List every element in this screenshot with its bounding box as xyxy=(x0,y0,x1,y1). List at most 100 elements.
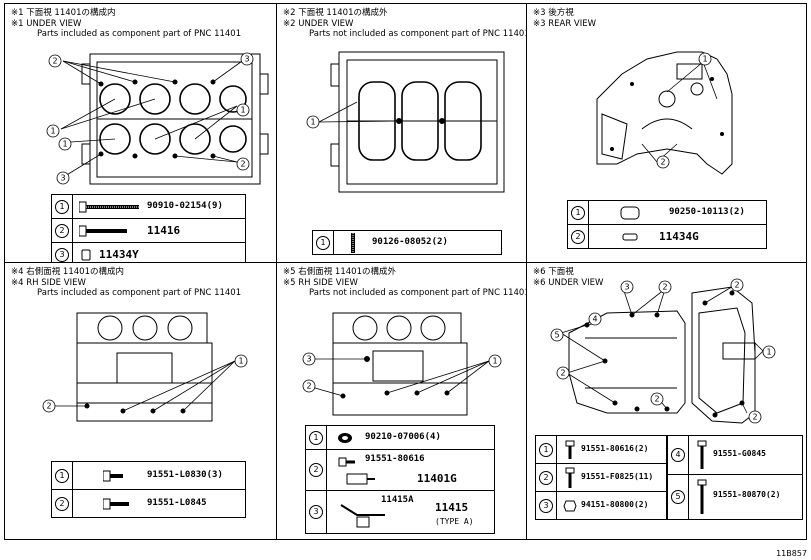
callout-2: 2 xyxy=(52,57,57,66)
part-type-label: (TYPE A) xyxy=(435,517,474,526)
table-row: 1 90210-07006(4) xyxy=(305,425,495,450)
callout-2: 2 xyxy=(306,382,311,391)
part-number: 11416 xyxy=(147,224,181,237)
flange-bolt-icon xyxy=(697,440,707,469)
panel-under-view-included: ※1 下面視 11401の構成内 ※1 UNDER VIEW Parts inc… xyxy=(4,3,277,267)
callout-1: 1 xyxy=(50,127,55,136)
parts-table: 1 90250-10113(2) 2 11434G xyxy=(567,200,767,249)
part-number-secondary: 11415 xyxy=(435,501,469,514)
table-row: 2 91551-80616 11401G xyxy=(305,449,495,491)
callout-1: 1 xyxy=(240,106,245,115)
panel-title-en: ※2 UNDER VIEW xyxy=(283,18,354,29)
flange-bolt-icon xyxy=(103,498,129,510)
pin-icon xyxy=(81,249,91,261)
flange-bolt-icon xyxy=(565,467,575,488)
row-number: 1 xyxy=(55,468,69,483)
table-row: 5 91551-80870(2) xyxy=(667,474,803,520)
parts-table: 1 90910-02154(9) 2 11416 3 11434Y xyxy=(51,194,246,267)
callout-1: 1 xyxy=(62,140,67,149)
panel-title-en: ※6 UNDER VIEW xyxy=(533,277,604,288)
bolt-icon xyxy=(79,225,127,237)
callout-2: 2 xyxy=(660,158,665,167)
flange-bolt-icon xyxy=(103,470,123,482)
parts-table-left: 1 91551-80616(2) 2 91551-F0825(11) 3 941… xyxy=(535,435,667,520)
row-number: 2 xyxy=(309,463,323,477)
callout-1: 1 xyxy=(238,357,243,366)
callout-5: 5 xyxy=(554,331,559,340)
callout-2: 2 xyxy=(734,281,739,290)
engine-block-side-view-drawing: 1 2 xyxy=(42,312,248,422)
callout-2: 2 xyxy=(752,413,757,422)
washer-icon xyxy=(338,433,352,443)
callout-3: 3 xyxy=(244,55,249,64)
table-row: 1 91551-80616(2) xyxy=(535,435,667,464)
table-row: 4 91551-G0845 xyxy=(667,435,803,475)
engine-block-rear-view-drawing: 1 2 xyxy=(596,51,733,175)
oil-pan-under-view-drawing: 5 4 3 2 2 2 1 2 2 xyxy=(550,278,776,424)
panel-description: Parts not included as component part of … xyxy=(309,288,530,298)
table-row: 1 90126-08052(2) xyxy=(312,230,502,255)
parts-table: 1 90126-08052(2) xyxy=(312,230,502,255)
panel-title-jp: ※6 下面視 xyxy=(533,267,574,277)
callout-3: 3 xyxy=(306,355,311,364)
part-number: 11434G xyxy=(659,230,699,243)
panel-description: Parts included as component part of PNC … xyxy=(37,29,242,39)
panel-title-jp: ※3 後方視 xyxy=(533,8,574,18)
callout-4: 4 xyxy=(592,315,597,324)
engine-block-under-view-drawing: 2 1 1 1 2 3 3 xyxy=(46,52,269,185)
part-number: 90126-08052(2) xyxy=(372,237,448,247)
panel-description: Parts not included as component part of … xyxy=(309,29,530,39)
callout-3: 3 xyxy=(60,174,65,183)
long-bolt-icon xyxy=(79,201,139,213)
callout-1: 1 xyxy=(492,357,497,366)
panel-title-en: ※3 REAR VIEW xyxy=(533,18,597,29)
plug-icon xyxy=(620,206,640,220)
row-number: 4 xyxy=(671,448,685,462)
panel-title-jp: ※4 右側面視 11401の構成内 xyxy=(11,267,124,277)
table-row: 1 91551-L0830(3) xyxy=(51,461,246,490)
row-number: 1 xyxy=(55,199,69,214)
part-number: 90210-07006(4) xyxy=(365,432,441,442)
part-number: 11415A xyxy=(381,495,414,505)
row-number: 1 xyxy=(309,430,323,445)
stud-bolt-icon xyxy=(351,233,355,253)
nut-icon xyxy=(563,500,577,512)
callout-1: 1 xyxy=(766,348,771,357)
parts-table: 1 90210-07006(4) 2 91551-80616 11401G 3 … xyxy=(305,425,495,534)
row-number: 1 xyxy=(571,205,585,220)
row-number: 2 xyxy=(55,223,69,238)
part-number: 91551-G0845 xyxy=(713,449,766,458)
part-number-secondary: 11401G xyxy=(417,472,457,485)
part-number: 91551-80870(2) xyxy=(713,490,781,499)
panel-title-en: ※4 RH SIDE VIEW xyxy=(11,277,86,288)
table-row: 2 11434G xyxy=(567,224,767,249)
row-number: 5 xyxy=(671,490,685,504)
panel-rear-view: ※3 後方視 ※3 REAR VIEW 1 2 1 90250-10113(2)… xyxy=(526,3,807,263)
table-row: 1 90910-02154(9) xyxy=(51,194,246,219)
panel-description: Parts included as component part of PNC … xyxy=(37,288,242,298)
part-number: 90250-10113(2) xyxy=(669,207,745,217)
callout-2: 2 xyxy=(240,160,245,169)
table-row: 3 11415A 11415 (TYPE A) xyxy=(305,490,495,534)
part-number: 91551-F0825(11) xyxy=(581,472,654,481)
table-row: 3 94151-80800(2) xyxy=(535,491,667,520)
engine-block-side-view-drawing: 3 1 2 xyxy=(302,312,502,416)
row-number: 3 xyxy=(55,247,69,262)
panel-rh-side-view-not-included: ※5 右側面視 11401の構成外 ※5 RH SIDE VIEW Parts … xyxy=(276,262,530,540)
panel-title-jp: ※1 下面視 11401の構成内 xyxy=(11,8,116,18)
part-number: 11434Y xyxy=(99,248,139,261)
row-number: 2 xyxy=(55,496,69,511)
callout-2: 2 xyxy=(46,402,51,411)
panel-title-jp: ※2 下面視 11401の構成外 xyxy=(283,8,388,18)
row-number: 3 xyxy=(539,498,553,513)
row-number: 3 xyxy=(309,505,323,519)
table-row: 1 90250-10113(2) xyxy=(567,200,767,225)
part-number: 90910-02154(9) xyxy=(147,201,223,211)
row-number: 1 xyxy=(316,235,330,250)
callout-1: 1 xyxy=(310,118,315,127)
callout-3: 3 xyxy=(624,283,629,292)
engine-block-under-view-drawing: 1 xyxy=(306,51,505,193)
callout-2: 2 xyxy=(654,395,659,404)
table-row: 2 91551-L0845 xyxy=(51,489,246,518)
part-number: 91551-L0830(3) xyxy=(147,470,223,480)
